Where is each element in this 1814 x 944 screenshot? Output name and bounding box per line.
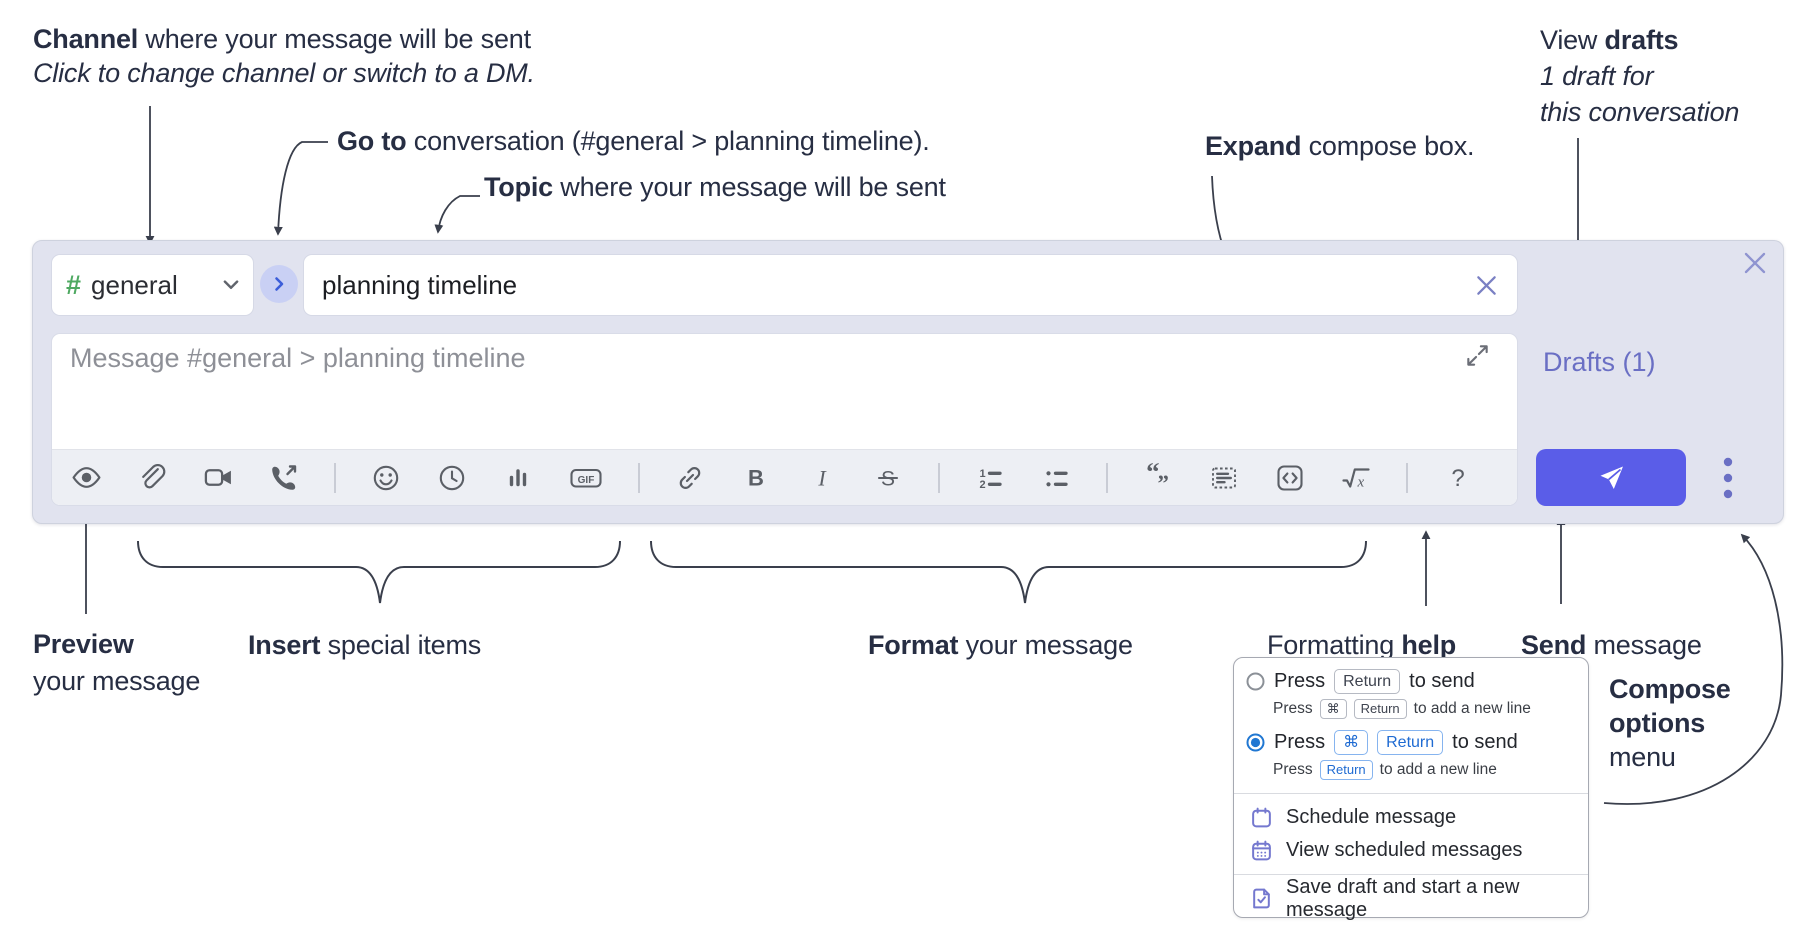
- svg-text:x: x: [1357, 474, 1365, 490]
- overflow-dots-icon: [1723, 457, 1733, 499]
- topic-input[interactable]: planning timeline: [303, 254, 1518, 316]
- annotation-go-to: Go to conversation (#general > planning …: [337, 126, 930, 156]
- menu-divider: [1234, 874, 1588, 875]
- menu-radio-return-to-send[interactable]: Press Return to send Press ⌘ Return to a…: [1234, 669, 1588, 719]
- annotation-topic: Topic where your message will be sent: [484, 172, 946, 202]
- send-plane-icon: [1596, 463, 1627, 492]
- annotation-format: Format your message: [868, 630, 1133, 660]
- italic-icon[interactable]: I: [806, 460, 838, 496]
- channel-selector[interactable]: # general: [51, 254, 254, 316]
- compose-options-button[interactable]: [1716, 453, 1740, 503]
- preview-eye-icon[interactable]: [70, 460, 102, 496]
- leader-go-to: [273, 141, 328, 236]
- bullet-list-icon[interactable]: [1040, 460, 1072, 496]
- svg-text:B: B: [748, 465, 764, 490]
- topic-value: planning timeline: [322, 269, 518, 300]
- clear-x-icon[interactable]: [1474, 273, 1499, 298]
- menu-item-schedule-message[interactable]: Schedule message: [1234, 801, 1588, 834]
- formatting-toolbar: GIF B I S 12: [52, 449, 1517, 505]
- poll-bars-icon[interactable]: [502, 460, 534, 496]
- brace-format: [650, 540, 1367, 604]
- formula-icon[interactable]: x: [1340, 460, 1372, 496]
- brace-insert: [137, 540, 621, 604]
- video-camera-icon[interactable]: [202, 460, 234, 496]
- channel-name: general: [91, 269, 178, 300]
- toolbar-divider: [334, 462, 336, 493]
- code-block-icon[interactable]: [1208, 460, 1240, 496]
- annotation-preview: Preview your message: [33, 629, 201, 696]
- strikethrough-icon[interactable]: S: [872, 460, 904, 496]
- expand-icon[interactable]: [1464, 342, 1491, 369]
- toolbar-divider: [1106, 462, 1108, 493]
- menu-item-save-draft[interactable]: Save draft and start a new message: [1234, 876, 1588, 921]
- annotation-insert: Insert special items: [248, 630, 482, 660]
- leader-topic: [434, 195, 480, 234]
- chevron-down-icon: [223, 280, 239, 290]
- svg-text:”: ”: [1157, 471, 1168, 493]
- attach-paperclip-icon[interactable]: [136, 460, 168, 496]
- svg-text:“: “: [1146, 462, 1159, 487]
- radio-selected-icon: [1246, 733, 1265, 752]
- compose-options-menu: Press Return to send Press ⌘ Return to a…: [1233, 657, 1589, 921]
- compose-box: # general planning timeline Message #gen…: [32, 240, 1784, 524]
- close-x-icon[interactable]: [1740, 248, 1770, 278]
- svg-text:2: 2: [979, 479, 985, 491]
- emoji-smiley-icon[interactable]: [370, 460, 402, 496]
- calendar-icon: [1250, 806, 1273, 829]
- jump-arrow-icon: [269, 274, 289, 294]
- annotation-channel: Channel where your message will be sent …: [33, 24, 535, 88]
- send-button[interactable]: [1536, 449, 1686, 506]
- drafts-link[interactable]: Drafts (1): [1543, 347, 1656, 377]
- toolbar-divider: [638, 462, 640, 493]
- inline-code-icon[interactable]: [1274, 460, 1306, 496]
- annotation-compose-options: Compose options menu: [1609, 674, 1731, 772]
- annotation-formatting-help: Formatting help: [1267, 630, 1457, 660]
- recents-clock-icon[interactable]: [436, 460, 468, 496]
- menu-radio-cmd-return-to-send[interactable]: Press ⌘ Return to send Press Return to a…: [1234, 730, 1588, 780]
- blockquote-icon[interactable]: “”: [1142, 460, 1174, 496]
- phone-call-icon[interactable]: [268, 460, 300, 496]
- channel-hash-icon: #: [66, 269, 82, 300]
- save-draft-icon: [1250, 887, 1273, 910]
- bold-icon[interactable]: B: [740, 460, 772, 496]
- svg-text:I: I: [817, 465, 827, 490]
- gif-icon[interactable]: GIF: [568, 460, 604, 496]
- menu-divider: [1234, 793, 1588, 794]
- radio-unselected-icon: [1246, 672, 1265, 691]
- annotation-expand: Expand compose box.: [1205, 131, 1475, 161]
- link-icon[interactable]: [674, 460, 706, 496]
- menu-item-view-scheduled[interactable]: View scheduled messages: [1234, 834, 1588, 867]
- toolbar-divider: [1406, 462, 1408, 493]
- annotation-view-drafts: View drafts 1 draft for this conversatio…: [1540, 25, 1740, 127]
- svg-text:?: ?: [1451, 465, 1464, 492]
- message-placeholder: Message #general > planning timeline: [70, 343, 526, 373]
- svg-text:GIF: GIF: [578, 474, 595, 485]
- formatting-help-icon[interactable]: ?: [1442, 460, 1474, 496]
- go-to-conversation-button[interactable]: [260, 265, 298, 303]
- message-input[interactable]: Message #general > planning timeline: [51, 333, 1518, 506]
- toolbar-divider: [938, 462, 940, 493]
- calendar-scheduled-icon: [1250, 839, 1273, 862]
- svg-text:1: 1: [979, 467, 985, 479]
